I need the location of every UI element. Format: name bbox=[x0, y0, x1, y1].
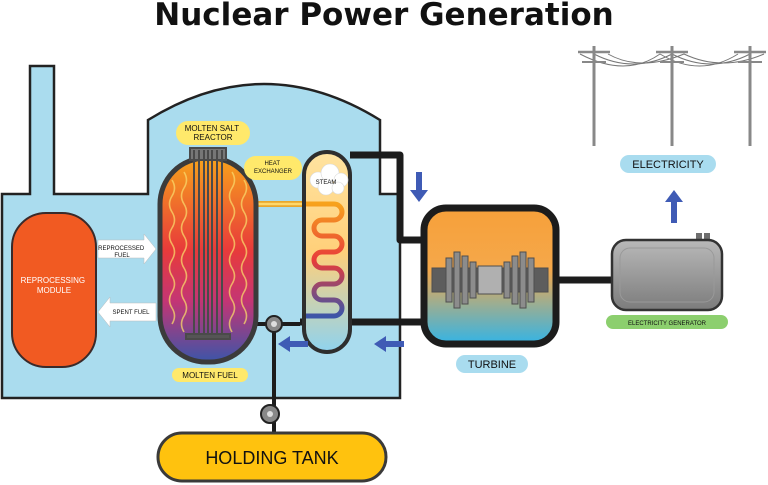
heat-exchanger-label: HEAT EXCHANGER bbox=[254, 161, 293, 175]
holding-tank bbox=[156, 431, 388, 483]
reprocessing-module-label: REPROCESSING MODULE bbox=[21, 276, 88, 295]
reactor-wavy-lines bbox=[168, 171, 248, 333]
molten-fuel-label-bg bbox=[172, 368, 248, 382]
molten-fuel-label: MOLTEN FUEL bbox=[182, 371, 238, 380]
control-rods bbox=[185, 147, 231, 340]
electricity-label-bg bbox=[620, 155, 716, 173]
heat-exchanger-label-bg bbox=[244, 156, 302, 180]
heat-exchanger-coil bbox=[306, 201, 345, 319]
reprocessed-fuel-arrow bbox=[97, 233, 157, 265]
electricity-generator bbox=[610, 233, 724, 312]
electricity-generator-label: ELECTRICITY GENERATOR bbox=[628, 321, 707, 327]
pole-3 bbox=[734, 46, 766, 146]
arrow-left-return bbox=[374, 336, 404, 352]
valve-top bbox=[265, 315, 283, 333]
turbine-label: TURBINE bbox=[468, 359, 516, 371]
electricity-generator-label-bg bbox=[606, 315, 728, 329]
turbine-label-bg bbox=[456, 355, 528, 373]
molten-salt-reactor-label-bg bbox=[176, 121, 250, 145]
flow-arrows bbox=[278, 172, 683, 352]
page-title: Nuclear Power Generation bbox=[154, 0, 613, 33]
power-lines bbox=[578, 46, 766, 146]
spent-fuel-arrow bbox=[97, 296, 157, 328]
pole-2 bbox=[656, 46, 688, 146]
steam-label: STEAM bbox=[316, 180, 337, 186]
arrow-left-exchanger bbox=[278, 336, 308, 352]
arrow-down-steam bbox=[410, 172, 428, 202]
molten-salt-reactor-label: MOLTEN SALT REACTOR bbox=[185, 124, 241, 142]
valve-bottom bbox=[260, 404, 280, 424]
spent-fuel-label: SPENT FUEL bbox=[113, 310, 151, 316]
holding-tank-label: HOLDING TANK bbox=[205, 448, 338, 468]
pole-1 bbox=[578, 46, 610, 146]
steam-pipe bbox=[350, 151, 424, 244]
electricity-label: ELECTRICITY bbox=[632, 159, 704, 171]
reprocessed-fuel-label: REPROCESSED FUEL bbox=[98, 246, 146, 259]
arrow-up-electricity bbox=[665, 190, 683, 223]
steam-cloud bbox=[309, 163, 349, 196]
turbine-rotor bbox=[431, 251, 549, 309]
reprocessing-module bbox=[11, 212, 97, 368]
